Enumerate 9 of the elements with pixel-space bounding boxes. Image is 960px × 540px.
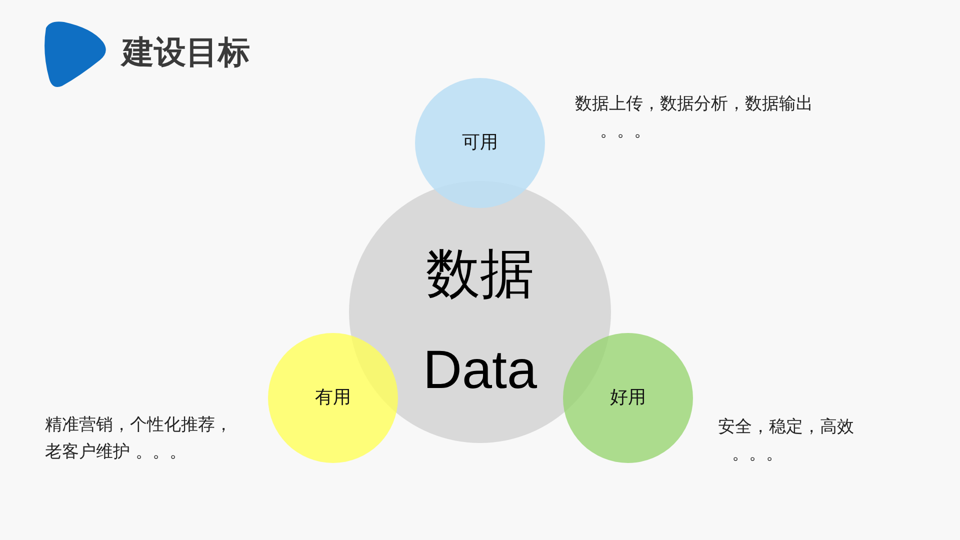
circle-label: 数据: [426, 242, 534, 305]
circle-label: 可用: [462, 131, 498, 155]
circle-label: 有用: [315, 386, 351, 410]
circle-label: Data: [422, 339, 538, 402]
slide-title: 建设目标: [122, 32, 250, 73]
annotation-text: 数据上传，数据分析，数据输出。。。: [575, 93, 814, 143]
annotation-text: 精准营销，个性化推荐，老客户维护 。。。: [45, 414, 233, 464]
annotation-text: 安全，稳定，高效。。。: [718, 416, 855, 466]
circle-label: 好用: [610, 386, 646, 410]
